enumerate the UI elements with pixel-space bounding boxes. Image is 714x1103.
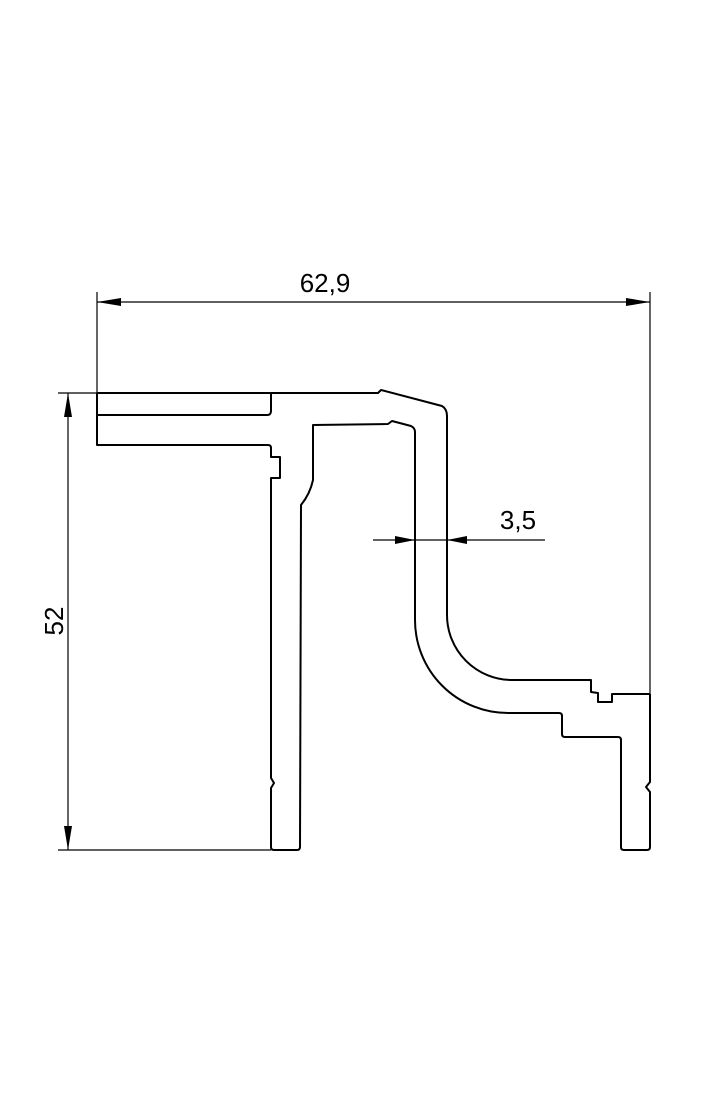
arrow-right-icon	[626, 298, 650, 306]
thickness-dimension: 3,5	[373, 505, 545, 544]
thickness-label: 3,5	[500, 505, 536, 535]
arrow-up-icon	[64, 393, 72, 417]
arrow-left-icon	[447, 536, 467, 544]
arrow-left-icon	[97, 298, 121, 306]
arrow-down-icon	[64, 826, 72, 850]
arrow-right-icon	[395, 536, 415, 544]
width-dimension: 62,9	[96, 268, 651, 694]
width-label: 62,9	[300, 268, 351, 298]
height-dimension: 52	[39, 392, 271, 851]
profile-outline	[96, 389, 651, 851]
height-label: 52	[39, 607, 69, 636]
